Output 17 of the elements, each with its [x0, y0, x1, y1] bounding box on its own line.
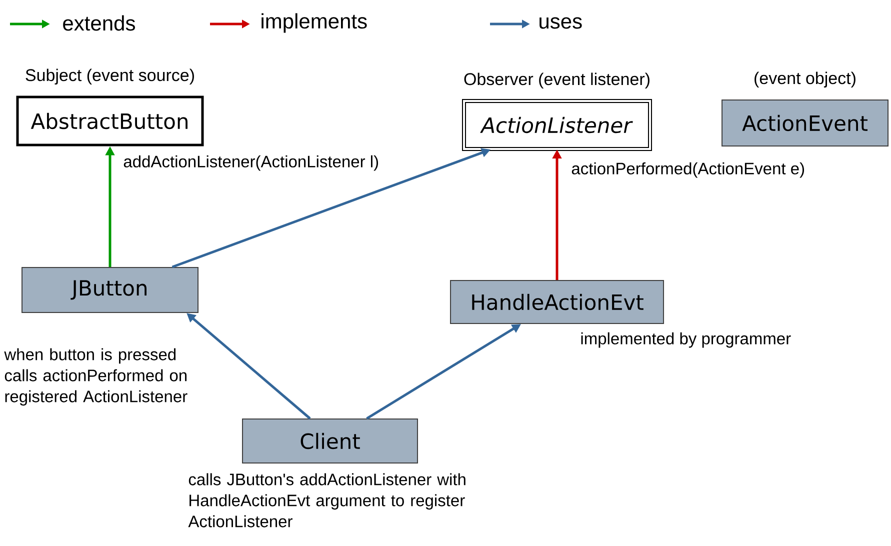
annotation: calls JButton's addActionListener with HandleActionEvt argument to register ActionListener: [188, 473, 466, 528]
class-box: ActionListener: [462, 99, 652, 151]
legend-label: uses: [540, 17, 582, 29]
class-box: AbstractButton: [16, 96, 204, 146]
role-heading: Observer (event listener): [464, 72, 650, 89]
role-heading: (event object): [754, 72, 856, 88]
legend-label: implements: [262, 13, 367, 33]
class-box: ActionEvent: [722, 100, 889, 146]
role-heading: Subject (event source): [26, 68, 194, 85]
annotation: addActionListener(ActionListener l): [124, 155, 378, 171]
class-box: Client: [242, 418, 418, 464]
class-box: HandleActionEvt: [450, 280, 664, 324]
legend-label: extends: [63, 15, 135, 31]
annotation: actionPerformed(ActionEvent e): [572, 162, 804, 178]
annotation: implemented by programmer: [581, 332, 791, 348]
class-box: JButton: [22, 267, 198, 313]
annotation: when button is pressed calls actionPerformed on registered ActionListener: [4, 348, 188, 406]
